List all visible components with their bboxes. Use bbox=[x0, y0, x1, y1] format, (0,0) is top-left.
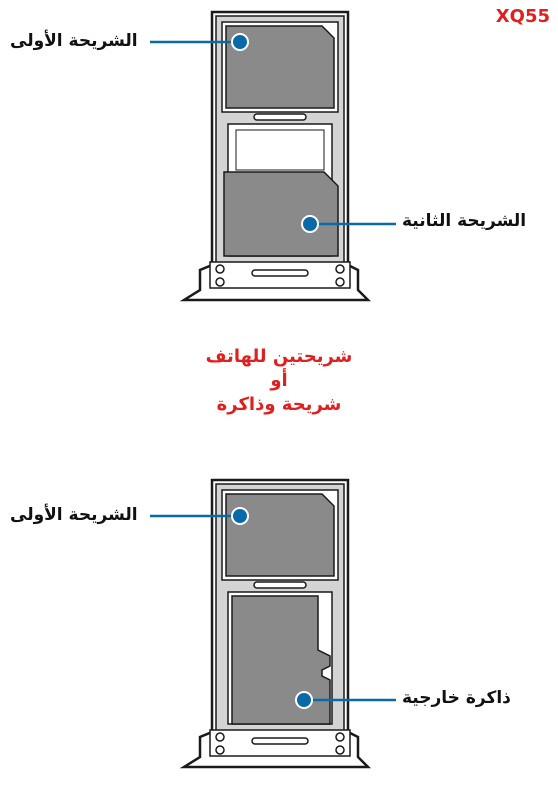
label-sim1-bottom: الشريحة الأولى bbox=[10, 505, 138, 525]
sim2-card bbox=[223, 171, 339, 257]
sim1-card-bottom bbox=[225, 493, 335, 577]
model-label: XQ55 bbox=[495, 6, 550, 27]
memory-card bbox=[231, 595, 331, 725]
note-line-2: أو bbox=[270, 370, 288, 391]
marker-sim1 bbox=[231, 33, 249, 51]
label-sim1-top: الشريحة الأولى bbox=[10, 31, 138, 51]
label-sim2-top: الشريحة الثانية bbox=[402, 211, 527, 231]
marker-sim1-bottom bbox=[231, 507, 249, 525]
tray-top bbox=[179, 10, 372, 302]
sim-tray-diagram-bottom bbox=[150, 478, 396, 769]
sim1-card bbox=[225, 25, 335, 109]
note-line-3: شريحة وذاكرة bbox=[216, 394, 342, 415]
label-memory-card: ذاكرة خارجية bbox=[402, 688, 511, 708]
note-line-1: شريحتين للهاتف bbox=[205, 346, 353, 367]
marker-sim2 bbox=[301, 215, 319, 233]
tray-bottom bbox=[179, 478, 372, 769]
sim-tray-diagram-top bbox=[150, 10, 396, 302]
configuration-note: شريحتين للهاتف أو شريحة وذاكرة bbox=[0, 345, 558, 417]
marker-memory bbox=[295, 691, 313, 709]
